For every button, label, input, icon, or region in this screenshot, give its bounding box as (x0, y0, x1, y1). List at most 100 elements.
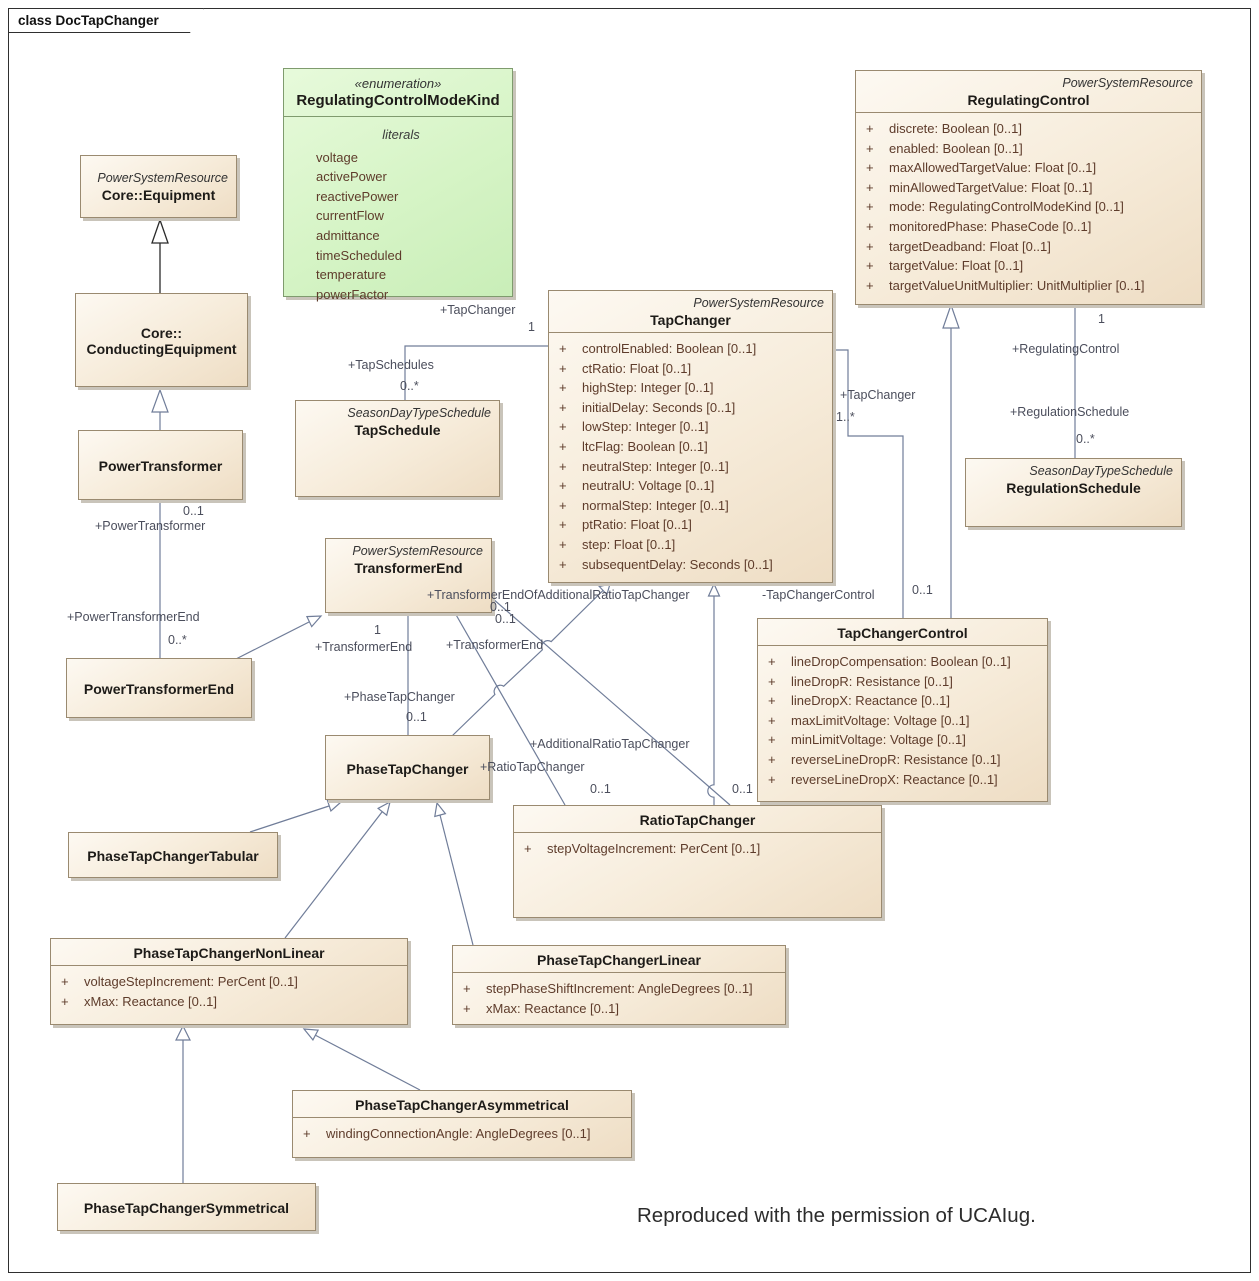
attribute-list: +controlEnabled: Boolean [0..1]+ctRatio:… (549, 333, 832, 582)
class-name: PowerTransformer (98, 458, 223, 474)
attribute-row: +neutralStep: Integer [0..1] (559, 457, 828, 477)
attribute-text: mode: RegulatingControlModeKind [0..1] (889, 199, 1124, 215)
generalization-arrow (302, 1028, 320, 1041)
class-box-phase-tap-changer-non-linear[interactable]: PhaseTapChangerNonLinear +voltageStepInc… (50, 938, 408, 1025)
visibility-marker: + (866, 160, 874, 176)
class-box-phase-tap-changer[interactable]: PhaseTapChanger (325, 735, 490, 800)
attribute-row: +ptRatio: Float [0..1] (559, 515, 828, 535)
connector-label: 0..1 (183, 504, 204, 518)
generalization-arrow (377, 800, 391, 817)
connector-label: 1 (528, 320, 535, 334)
attribute-list: +stepVoltageIncrement: PerCent [0..1] (514, 833, 881, 917)
visibility-marker: + (768, 771, 776, 787)
connector-label: +TapSchedules (348, 358, 434, 372)
enum-literal: voltage (316, 149, 358, 165)
stereotype: PowerSystemResource (97, 171, 228, 185)
visibility-marker: + (559, 517, 567, 533)
attribute-text: discrete: Boolean [0..1] (889, 121, 1022, 136)
visibility-marker: + (559, 419, 567, 435)
class-name: RegulatingControlModeKind (296, 92, 500, 109)
connector-label: 0..1 (590, 782, 611, 796)
attribute-row: + xMax: Reactance [0..1] (463, 999, 781, 1019)
generalization-arrow (434, 801, 447, 818)
class-name: PhaseTapChangerLinear (537, 952, 701, 968)
stereotype: PowerSystemResource (693, 296, 824, 310)
class-name: TapChangerControl (837, 625, 968, 641)
attribute-text: xMax: Reactance [0..1] (486, 1000, 619, 1016)
attribute-text: lineDropCompensation: Boolean [0..1] (791, 654, 1011, 669)
attribute-row: +enabled: Boolean [0..1] (866, 139, 1197, 159)
visibility-marker: + (866, 179, 874, 195)
attribute-text: stepPhaseShiftIncrement: AngleDegrees [0… (486, 981, 753, 996)
visibility-marker: + (866, 277, 874, 293)
visibility-marker: + (559, 497, 567, 513)
class-box-phase-tap-changer-tabular[interactable]: PhaseTapChangerTabular (68, 832, 278, 878)
generalization-arrow (598, 583, 611, 596)
class-box-regulation-schedule[interactable]: SeasonDayTypeSchedule RegulationSchedule (965, 458, 1182, 527)
visibility-marker: + (559, 399, 567, 415)
attribute-text: neutralU: Voltage [0..1] (582, 478, 715, 494)
visibility-marker: + (61, 993, 69, 1009)
class-box-regulating-control[interactable]: PowerSystemResource RegulatingControl +d… (855, 70, 1202, 305)
attribute-row: +targetValue: Float [0..1] (866, 256, 1197, 276)
visibility-marker: + (463, 981, 471, 996)
class-box-core-equipment[interactable]: PowerSystemResource Core::Equipment (80, 155, 237, 218)
gen-ratiotapchanger-tapchanger (707, 596, 715, 805)
class-box-power-transformer-end[interactable]: PowerTransformerEnd (66, 658, 252, 718)
visibility-marker: + (559, 438, 567, 454)
attribute-list: +windingConnectionAngle: AngleDegrees [0… (293, 1118, 631, 1157)
visibility-marker: + (866, 140, 874, 156)
attribute-text: highStep: Integer [0..1] (582, 380, 714, 396)
connector-label: -TapChangerControl (762, 588, 875, 602)
connector-label: 1 (1098, 312, 1105, 326)
attribute-text: minAllowedTargetValue: Float [0..1] (889, 179, 1093, 195)
visibility-marker: + (61, 974, 69, 989)
class-box-tap-changer[interactable]: PowerSystemResource TapChanger +controlE… (548, 290, 833, 583)
visibility-marker: + (866, 258, 874, 274)
class-name: TapSchedule (354, 422, 441, 438)
visibility-marker: + (768, 693, 776, 709)
gen-nonlinear-phasetapchanger (284, 811, 383, 939)
attribute-row: +voltageStepIncrement: PerCent [0..1] (61, 972, 403, 992)
stereotype: PowerSystemResource (1062, 76, 1193, 90)
attribute-text: monitoredPhase: PhaseCode [0..1] (889, 218, 1092, 234)
visibility-marker: + (768, 654, 776, 669)
class-box-tap-schedule[interactable]: SeasonDayTypeSchedule TapSchedule (295, 400, 500, 497)
connector-label: +TransformerEnd (446, 638, 544, 652)
gen-linear-phasetapchanger (439, 814, 474, 946)
class-box-phase-tap-changer-asymmetrical[interactable]: PhaseTapChangerAsymmetrical +windingConn… (292, 1090, 632, 1158)
class-box-phase-tap-changer-symmetrical[interactable]: PhaseTapChangerSymmetrical (57, 1183, 316, 1231)
attribute-text: subsequentDelay: Seconds [0..1] (582, 556, 773, 572)
visibility-marker: + (866, 121, 874, 136)
attribute-row: +xMax: Reactance [0..1] (61, 992, 403, 1012)
visibility-marker: + (866, 238, 874, 254)
attribute-row: +step: Float [0..1] (559, 535, 828, 555)
attribute-row: +highStep: Integer [0..1] (559, 378, 828, 398)
class-box-transformer-end[interactable]: PowerSystemResource TransformerEnd (325, 538, 492, 613)
class-box-power-transformer[interactable]: PowerTransformer (78, 430, 243, 500)
visibility-marker: + (463, 1000, 471, 1016)
generalization-arrow (942, 303, 960, 329)
literals-label: literals (382, 127, 420, 142)
generalization-arrow (305, 615, 323, 628)
attribute-row: +initialDelay: Seconds [0..1] (559, 398, 828, 418)
generalization-arrow (151, 388, 169, 413)
connector-label: 0..1 (732, 782, 753, 796)
class-box-tap-changer-control[interactable]: TapChangerControl + lineDropCompensation:… (757, 618, 1048, 802)
stereotype: «enumeration» (354, 76, 442, 91)
class-box-ratio-tap-changer[interactable]: RatioTapChanger +stepVoltageIncrement: P… (513, 805, 882, 918)
class-box-core-conducting-equipment[interactable]: Core:: ConductingEquipment (75, 293, 248, 387)
attribute-row: +subsequentDelay: Seconds [0..1] (559, 555, 828, 575)
attribute-row: +lineDropX: Reactance [0..1] (768, 691, 1043, 711)
visibility-marker: + (559, 536, 567, 552)
class-name: PhaseTapChangerAsymmetrical (355, 1097, 569, 1113)
attribute-list: + stepPhaseShiftIncrement: AngleDegrees [… (453, 973, 785, 1024)
connector-label: +TransformerEnd (315, 640, 413, 654)
class-box-regulating-control-mode-kind[interactable]: «enumeration» RegulatingControlModeKind … (283, 68, 513, 302)
visibility-marker: + (768, 712, 776, 728)
attribute-text: ctRatio: Float [0..1] (582, 360, 692, 376)
footer-note: Reproduced with the permission of UCAIug… (637, 1204, 1036, 1227)
attribute-row: +normalStep: Integer [0..1] (559, 496, 828, 516)
class-box-phase-tap-changer-linear[interactable]: PhaseTapChangerLinear + stepPhaseShiftInc… (452, 945, 786, 1025)
